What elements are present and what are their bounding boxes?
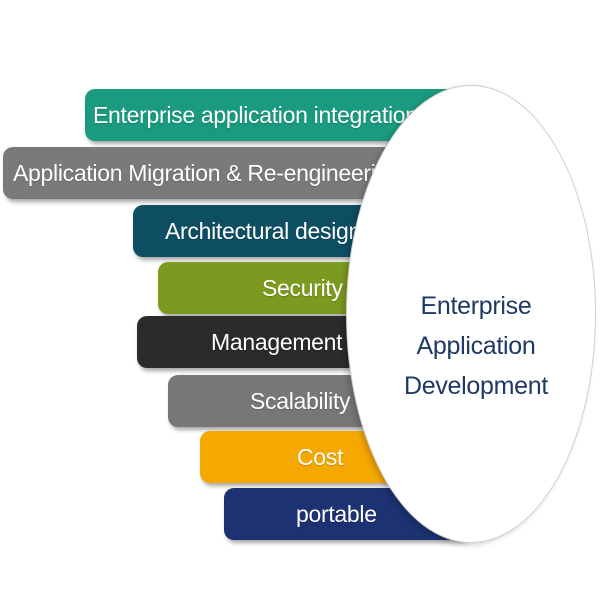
center-title-line2: Development [403,372,548,400]
item-label: Architectural design [165,217,361,244]
item-scalability: Scalability [168,375,388,427]
item-label: Application Migration & Re-engineering [13,159,401,186]
item-architectural-design: Architectural design [133,205,393,257]
item-label: Enterprise application integration [93,101,418,128]
item-label: Cost [297,443,344,470]
item-label: Security [262,274,343,301]
center-ellipse [346,85,596,543]
item-application-migration: Application Migration & Re-engineering [3,147,423,199]
center-title-line1: Enterprise Application [416,292,536,360]
item-label: Management [211,328,343,355]
item-management: Management [137,316,377,368]
item-security: Security [158,262,378,314]
center-title: Enterprise Application Development [360,286,592,406]
item-enterprise-application-integration: Enterprise application integration [85,89,465,141]
item-label: Scalability [250,387,351,414]
item-label: portable [296,500,377,527]
